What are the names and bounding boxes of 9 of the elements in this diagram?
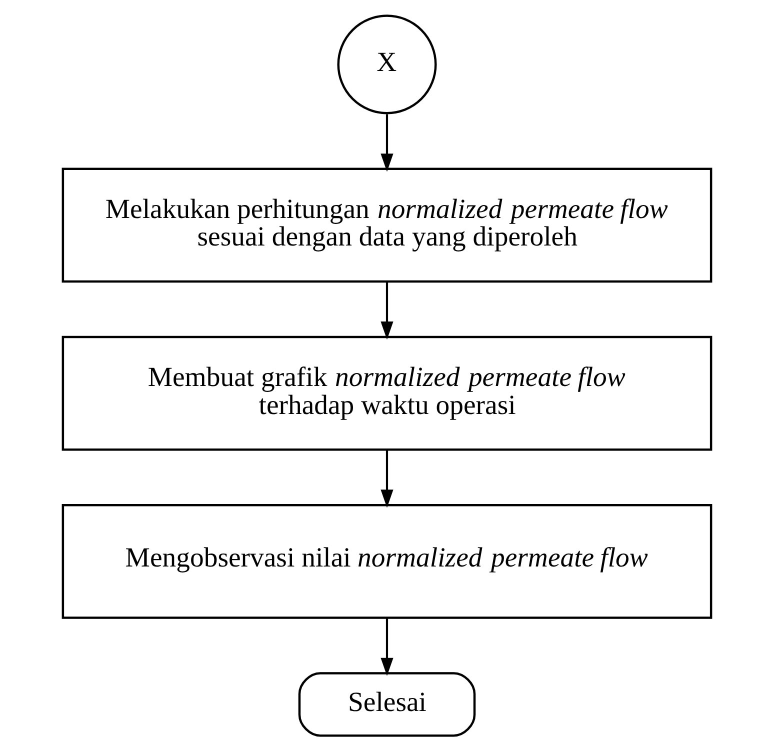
arrow xyxy=(380,618,393,676)
arrow xyxy=(380,114,393,172)
node-box: Membuat grafik normalized permeate flow terhadap waktu operasi xyxy=(61,336,712,451)
arrow xyxy=(380,282,393,340)
node-box: Melakukan perhitungan normalized permeate flow sesuai dengan data yang diperoleh xyxy=(61,168,712,283)
node-box: Mengobservasi nilai normalized permeate flow xyxy=(61,504,712,619)
arrow xyxy=(380,450,393,508)
node-box: Selesai xyxy=(298,672,476,737)
node-circle: X xyxy=(336,14,436,114)
